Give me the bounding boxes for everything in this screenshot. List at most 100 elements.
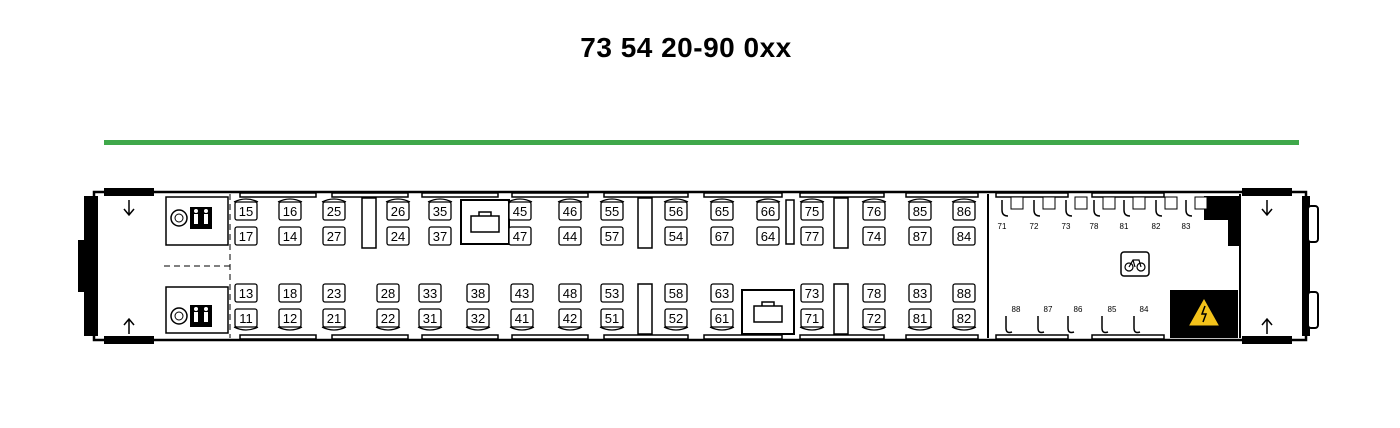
bike-hook [1067, 316, 1075, 334]
seat[interactable]: 58 [664, 283, 688, 303]
seat[interactable]: 71 [799, 308, 825, 331]
seat[interactable]: 73 [800, 283, 824, 303]
seat-back [385, 198, 411, 203]
seat-number: 78 [867, 286, 881, 301]
seat-number: 28 [381, 286, 395, 301]
seat-box [278, 201, 302, 221]
seat[interactable]: 23 [322, 283, 346, 303]
seat[interactable]: 53 [600, 283, 624, 303]
bike-space-number: 87 [1044, 305, 1053, 314]
bicycle-icon [1120, 251, 1150, 277]
seat[interactable]: 46 [557, 198, 583, 221]
bike-rack [1010, 196, 1024, 210]
seat[interactable]: 33 [418, 283, 442, 303]
seat[interactable]: 15 [233, 198, 259, 221]
seat[interactable]: 22 [375, 308, 401, 331]
seat-number: 48 [563, 286, 577, 301]
seat[interactable]: 84 [952, 226, 976, 246]
bike-rack [1132, 196, 1146, 210]
seat[interactable]: 48 [558, 283, 582, 303]
seat[interactable]: 45 [507, 198, 533, 221]
seat[interactable]: 67 [710, 226, 734, 246]
seat[interactable]: 42 [557, 308, 583, 331]
seat-box [664, 308, 688, 328]
seat-box [322, 283, 346, 303]
seat-back [321, 198, 347, 203]
seat-box [664, 283, 688, 303]
seat[interactable]: 21 [321, 308, 347, 331]
bike-rack [1042, 196, 1056, 210]
seat-box [322, 226, 346, 246]
seat[interactable]: 18 [278, 283, 302, 303]
seat[interactable]: 82 [951, 308, 977, 331]
seat[interactable]: 78 [862, 283, 886, 303]
seat-box [710, 308, 734, 328]
seat-box [600, 226, 624, 246]
seat[interactable]: 25 [321, 198, 347, 221]
seat-number: 55 [605, 204, 619, 219]
seat[interactable]: 85 [907, 198, 933, 221]
seat[interactable]: 76 [861, 198, 887, 221]
seat-box [278, 283, 302, 303]
seat-box [376, 283, 400, 303]
seat[interactable]: 38 [466, 283, 490, 303]
seat[interactable]: 88 [952, 283, 976, 303]
seat-box [600, 283, 624, 303]
seat[interactable]: 75 [799, 198, 825, 221]
seat[interactable]: 72 [861, 308, 887, 331]
seat[interactable]: 52 [663, 308, 689, 331]
seat[interactable]: 87 [908, 226, 932, 246]
seat[interactable]: 35 [427, 198, 453, 221]
seat[interactable]: 61 [709, 308, 735, 331]
seat[interactable]: 77 [800, 226, 824, 246]
seat[interactable]: 24 [386, 226, 410, 246]
seat[interactable]: 81 [907, 308, 933, 331]
seat-box [278, 308, 302, 328]
wc-icon [165, 196, 229, 246]
seat[interactable]: 47 [508, 226, 532, 246]
seat[interactable]: 28 [376, 283, 400, 303]
seat[interactable]: 65 [709, 198, 735, 221]
seat-number: 66 [761, 204, 775, 219]
seat-back [321, 326, 347, 331]
seat[interactable]: 74 [862, 226, 886, 246]
seat[interactable]: 54 [664, 226, 688, 246]
high-voltage-icon [1170, 290, 1238, 338]
bike-rack [1102, 196, 1116, 210]
seat-box [386, 226, 410, 246]
seat[interactable]: 27 [322, 226, 346, 246]
seat[interactable]: 43 [510, 283, 534, 303]
seat[interactable]: 12 [277, 308, 303, 331]
seat[interactable]: 66 [755, 198, 781, 221]
seat[interactable]: 17 [234, 226, 258, 246]
seat[interactable]: 11 [233, 308, 259, 331]
seat-number: 86 [957, 204, 971, 219]
seat-back [277, 198, 303, 203]
seat[interactable]: 13 [234, 283, 258, 303]
seat[interactable]: 57 [600, 226, 624, 246]
seat[interactable]: 32 [465, 308, 491, 331]
seat[interactable]: 44 [558, 226, 582, 246]
seat[interactable]: 56 [663, 198, 689, 221]
seat-number: 73 [805, 286, 819, 301]
seat-box [908, 226, 932, 246]
wc-icon [165, 286, 229, 334]
seat[interactable]: 51 [599, 308, 625, 331]
seat[interactable]: 26 [385, 198, 411, 221]
seat[interactable]: 63 [710, 283, 734, 303]
seat[interactable]: 86 [951, 198, 977, 221]
seat-number: 46 [563, 204, 577, 219]
seat[interactable]: 14 [278, 226, 302, 246]
seat[interactable]: 83 [908, 283, 932, 303]
seat-box [710, 283, 734, 303]
seat-box [800, 226, 824, 246]
seat[interactable]: 41 [509, 308, 535, 331]
seat-back [951, 326, 977, 331]
bike-space-number: 88 [1012, 305, 1021, 314]
seat[interactable]: 37 [428, 226, 452, 246]
seat[interactable]: 16 [277, 198, 303, 221]
seat[interactable]: 55 [599, 198, 625, 221]
seat[interactable]: 31 [417, 308, 443, 331]
seat-number: 65 [715, 204, 729, 219]
seat[interactable]: 64 [756, 226, 780, 246]
